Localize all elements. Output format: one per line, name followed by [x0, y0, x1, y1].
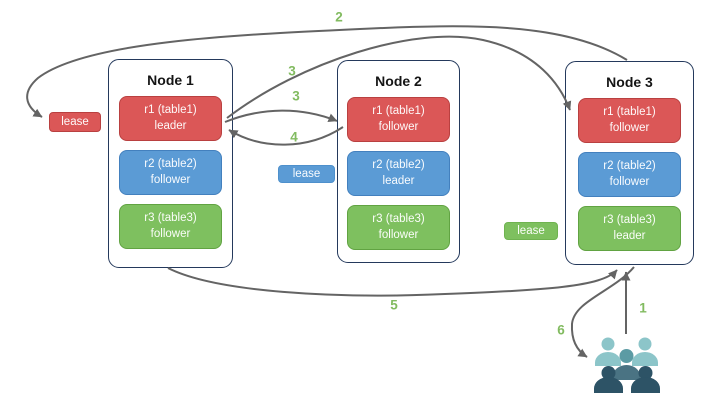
step-label-2: 2: [335, 9, 343, 25]
users-icon: [594, 337, 660, 393]
node-3-replicas: r1 (table1) follower r2 (table2) followe…: [566, 98, 693, 251]
node-2-title: Node 2: [375, 73, 422, 89]
lease-badge-table2: lease: [278, 165, 335, 183]
node-2-replicas: r1 (table1) follower r2 (table2) leader …: [338, 97, 459, 250]
replica-r1-node2: r1 (table1) follower: [347, 97, 450, 142]
step-label-1: 1: [639, 300, 647, 316]
step-label-6: 6: [557, 322, 565, 338]
replica-r2-node3: r2 (table2) follower: [578, 152, 681, 197]
arrow-step-5-node1-to-node3: [167, 267, 618, 297]
node-1: Node 1 r1 (table1) leader r2 (table2) fo…: [108, 59, 233, 268]
replica-r1-node3: r1 (table1) follower: [578, 98, 681, 143]
replica-role: follower: [609, 121, 650, 134]
node-1-title: Node 1: [147, 72, 194, 88]
node-3-title: Node 3: [606, 74, 653, 90]
replica-role: leader: [382, 174, 415, 187]
replica-r2-node1: r2 (table2) follower: [119, 150, 222, 195]
node-1-replicas: r1 (table1) leader r2 (table2) follower …: [109, 96, 232, 249]
replica-r3-node3: r3 (table3) leader: [578, 206, 681, 251]
replica-r3-node1: r3 (table3) follower: [119, 204, 222, 249]
replica-role: follower: [150, 173, 191, 186]
replica-role: leader: [154, 119, 187, 132]
step-label-3a: 3: [288, 63, 296, 79]
lease-badge-table1: lease: [49, 112, 101, 132]
replica-name: r2 (table2): [603, 159, 656, 172]
replica-r2-node2: r2 (table2) leader: [347, 151, 450, 196]
replica-name: r1 (table1): [603, 105, 656, 118]
replica-name: r3 (table3): [603, 213, 656, 226]
replica-role: follower: [609, 175, 650, 188]
lease-badge-table3: lease: [504, 222, 558, 240]
replica-role: follower: [378, 120, 419, 133]
replica-name: r1 (table1): [144, 103, 197, 116]
replica-name: r2 (table2): [144, 157, 197, 170]
step-label-5: 5: [390, 297, 398, 313]
replica-role: follower: [378, 228, 419, 241]
replica-role: follower: [150, 227, 191, 240]
step-label-3b: 3: [292, 88, 300, 104]
replica-name: r3 (table3): [144, 211, 197, 224]
replica-r1-node1: r1 (table1) leader: [119, 96, 222, 141]
replica-role: leader: [613, 229, 646, 242]
step-label-4: 4: [290, 129, 298, 145]
arrow-step-4-node2-to-leader: [228, 126, 344, 146]
arrow-step-3-leader-to-node2: [224, 109, 338, 123]
node-2: Node 2 r1 (table1) follower r2 (table2) …: [337, 60, 460, 263]
replica-r3-node2: r3 (table3) follower: [347, 205, 450, 250]
replica-name: r1 (table1): [372, 104, 425, 117]
replica-name: r2 (table2): [372, 158, 425, 171]
replica-name: r3 (table3): [372, 212, 425, 225]
node-3: Node 3 r1 (table1) follower r2 (table2) …: [565, 61, 694, 265]
